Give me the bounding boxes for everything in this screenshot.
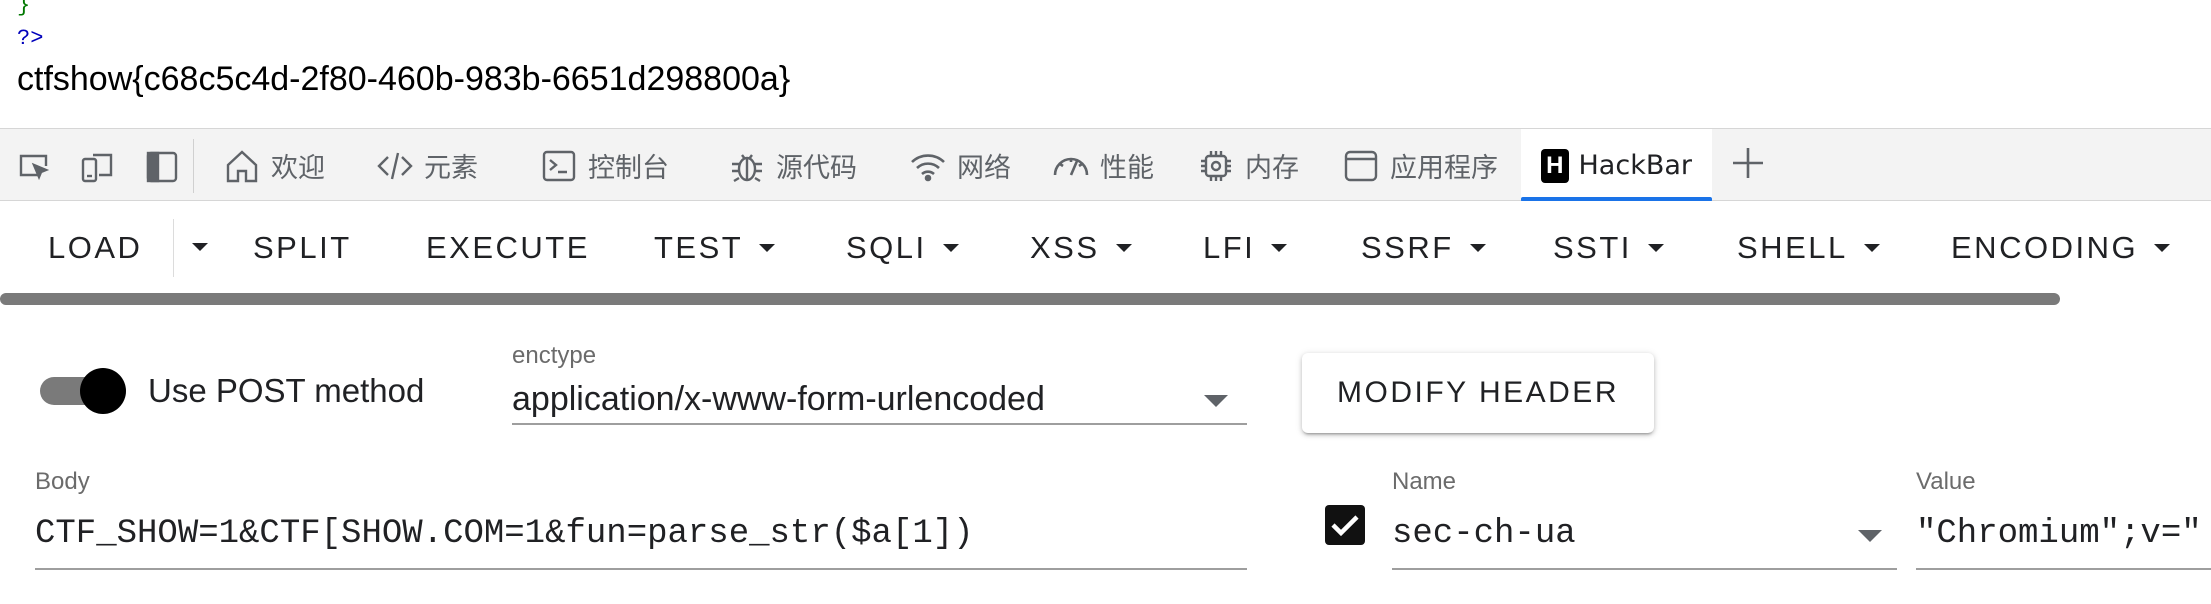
header-name-label: Name — [1392, 468, 1457, 495]
encoding-menu[interactable]: ENCODING — [1951, 227, 2171, 269]
menu-horizontal-scrollbar[interactable] — [0, 293, 2060, 305]
checkmark-icon — [1331, 515, 1359, 537]
chevron-down-icon — [759, 244, 776, 252]
ssrf-label: SSRF — [1361, 230, 1454, 265]
tab-network[interactable]: 网络 — [909, 129, 1011, 202]
inspect-element-icon[interactable] — [16, 149, 52, 185]
lfi-menu[interactable]: LFI — [1203, 227, 1288, 269]
execute-button[interactable]: EXECUTE — [426, 227, 590, 269]
tab-console[interactable]: 控制台 — [540, 129, 669, 202]
tab-label: 源代码 — [776, 153, 857, 184]
window-icon — [1344, 150, 1378, 181]
chevron-down-icon — [2154, 244, 2171, 252]
chevron-down-icon — [942, 244, 959, 252]
load-dropdown-caret-icon[interactable] — [192, 243, 208, 251]
toolbar-divider — [193, 139, 194, 193]
tab-elements[interactable]: 元素 — [376, 129, 478, 202]
post-method-toggle[interactable] — [40, 368, 126, 414]
split-button[interactable]: SPLIT — [253, 227, 352, 269]
php-closing-brace: } — [17, 0, 31, 18]
tab-label: 内存 — [1245, 153, 1299, 184]
devtools-tab-bar: 欢迎 元素 控制台 源代码 网络 性能 内存 应用程序 H HackBar — [0, 128, 2211, 202]
xss-menu[interactable]: XSS — [1030, 227, 1132, 269]
tab-label: 元素 — [424, 153, 478, 184]
chevron-down-icon — [1647, 244, 1664, 252]
enctype-select[interactable]: application/x-www-form-urlencoded — [512, 380, 1045, 418]
chevron-down-icon — [1863, 244, 1880, 252]
bug-icon — [732, 153, 762, 182]
page-source-area: } ?> ctfshow{c68c5c4d-2f80-460b-983b-665… — [0, 0, 2211, 128]
toggle-thumb — [80, 368, 126, 414]
hackbar-menu: LOAD SPLIT EXECUTE TEST SQLI XSS LFI SSR… — [0, 201, 2211, 293]
header-name-underline — [1392, 568, 1897, 570]
wifi-icon — [911, 153, 945, 181]
home-icon — [226, 149, 258, 182]
tab-sources[interactable]: 源代码 — [728, 129, 857, 202]
header-value-underline — [1916, 568, 2211, 570]
chevron-down-icon — [1271, 244, 1288, 252]
modify-header-label: MODIFY HEADER — [1337, 376, 1619, 409]
gauge-icon — [1053, 157, 1089, 176]
body-label: Body — [35, 468, 90, 495]
shell-menu[interactable]: SHELL — [1737, 227, 1880, 269]
chip-icon — [1201, 150, 1231, 181]
load-button[interactable]: LOAD — [48, 227, 142, 269]
modify-header-button[interactable]: MODIFY HEADER — [1302, 353, 1654, 433]
ssti-menu[interactable]: SSTI — [1553, 227, 1664, 269]
chevron-down-icon — [1469, 244, 1486, 252]
sqli-label: SQLI — [846, 230, 927, 265]
dock-side-icon[interactable] — [144, 149, 180, 185]
post-method-label: Use POST method — [148, 372, 425, 409]
flag-text: ctfshow{c68c5c4d-2f80-460b-983b-6651d298… — [17, 60, 791, 98]
tab-welcome[interactable]: 欢迎 — [223, 129, 325, 202]
body-input[interactable]: CTF_SHOW=1&CTF[SHOW.COM=1&fun=parse_str(… — [35, 515, 974, 553]
lfi-label: LFI — [1203, 230, 1256, 265]
header-value-input[interactable]: "Chromium";v=" — [1916, 515, 2202, 553]
shell-label: SHELL — [1737, 230, 1848, 265]
php-close-tag: ?> — [17, 26, 44, 51]
enctype-dropdown-caret-icon[interactable] — [1204, 395, 1228, 407]
load-divider — [173, 219, 174, 277]
enctype-label: enctype — [512, 342, 597, 369]
ssrf-menu[interactable]: SSRF — [1361, 227, 1486, 269]
ssti-label: SSTI — [1553, 230, 1632, 265]
encoding-label: ENCODING — [1951, 230, 2139, 265]
tab-hackbar[interactable]: H HackBar — [1521, 129, 1712, 202]
tab-label: 应用程序 — [1390, 153, 1498, 184]
sqli-menu[interactable]: SQLI — [846, 227, 959, 269]
hackbar-logo-icon: H — [1541, 148, 1569, 183]
execute-label: EXECUTE — [426, 230, 590, 265]
header-name-dropdown-caret-icon[interactable] — [1858, 530, 1882, 542]
enctype-underline — [512, 423, 1247, 425]
device-emulation-icon[interactable] — [80, 149, 116, 185]
tab-memory[interactable]: 内存 — [1197, 129, 1299, 202]
split-label: SPLIT — [253, 230, 352, 265]
console-icon — [542, 150, 576, 181]
chevron-down-icon — [1115, 244, 1132, 252]
header-value-label: Value — [1916, 468, 1976, 495]
load-label: LOAD — [48, 230, 143, 265]
tab-label: HackBar — [1578, 150, 1693, 181]
header-enabled-checkbox[interactable] — [1325, 505, 1365, 545]
tab-label: 控制台 — [588, 153, 669, 184]
add-tab-icon[interactable] — [1728, 143, 1768, 183]
tab-application[interactable]: 应用程序 — [1342, 129, 1498, 202]
header-name-select[interactable]: sec-ch-ua — [1392, 515, 1576, 553]
body-underline — [35, 568, 1247, 570]
test-label: TEST — [654, 230, 744, 265]
tab-performance[interactable]: 性能 — [1052, 129, 1154, 202]
tab-label: 欢迎 — [271, 153, 325, 184]
tab-label: 性能 — [1100, 153, 1154, 184]
test-menu[interactable]: TEST — [654, 227, 776, 269]
code-icon — [377, 152, 413, 179]
tab-label: 网络 — [957, 153, 1011, 184]
xss-label: XSS — [1030, 230, 1100, 265]
